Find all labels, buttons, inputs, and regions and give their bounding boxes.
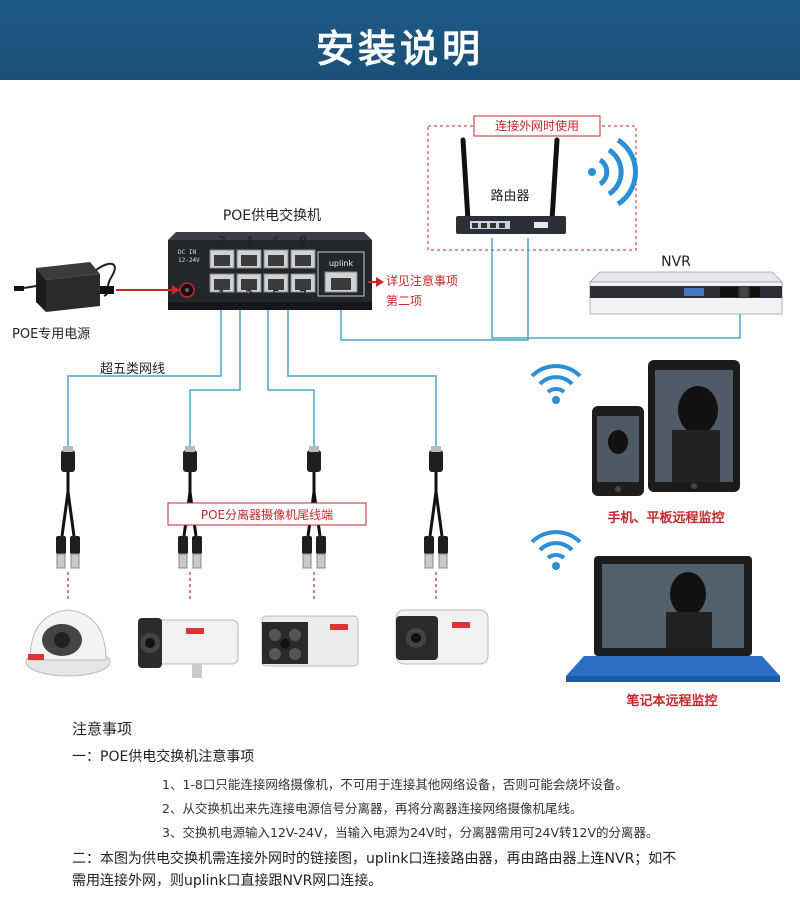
notes-section: 注意事项 一：POE供电交换机注意事项 1、1-8口只能连接网络摄像机，不可用于… <box>0 712 800 908</box>
note-pointer-line2: 第二项 <box>386 294 422 308</box>
splitter-part <box>434 491 444 537</box>
page-header: 安装说明 <box>0 0 800 80</box>
nvr-device <box>589 271 783 315</box>
port-num-1: 1 <box>218 289 226 304</box>
splitter-part <box>424 553 434 569</box>
poe-port-socket <box>214 279 230 290</box>
laptop-label: 笔记本远程监控 <box>626 693 717 709</box>
splitter-part <box>302 536 312 554</box>
splitter-part <box>431 446 441 452</box>
cable-label: 超五类网线 <box>100 362 165 377</box>
port-num-4: 4 <box>245 235 253 250</box>
tablet-device <box>648 360 740 492</box>
poe-port-socket <box>214 255 230 266</box>
splitter-part <box>56 536 66 554</box>
port-num-8: 8 <box>299 235 307 250</box>
splitter-part <box>178 553 188 569</box>
splitter-part <box>438 536 448 554</box>
laptop-device <box>566 556 780 682</box>
uplink-label: uplink <box>329 259 354 268</box>
splitter-label: POE分离器摄像机尾线端 <box>201 507 333 522</box>
note-pointer-line1: 详见注意事项 <box>386 273 458 288</box>
splitter-part <box>56 553 66 569</box>
phone-device <box>592 406 644 496</box>
bullet-camera-1 <box>138 618 239 678</box>
splitter-part <box>185 446 195 452</box>
poe-port-socket <box>295 279 311 290</box>
splitter-part <box>438 553 448 569</box>
splitter-part <box>70 553 80 569</box>
port-num-2: 2 <box>218 235 226 250</box>
power-label: POE专用电源 <box>12 327 90 342</box>
splitter-part <box>63 446 73 452</box>
splitter-part <box>307 450 321 472</box>
notes-title: 注意事项 <box>72 720 133 738</box>
port-num-6: 6 <box>272 235 280 250</box>
bullet-camera-2 <box>395 609 489 665</box>
splitter-part <box>316 553 326 569</box>
nvr-label: NVR <box>661 254 691 270</box>
wifi-icon-laptop <box>530 530 582 570</box>
poe-port-socket <box>268 279 284 290</box>
poe-port-socket <box>295 255 311 266</box>
poe-port-socket <box>241 279 257 290</box>
splitter-part <box>309 446 319 452</box>
power-adapter <box>14 262 116 312</box>
svg-text:12-24V: 12-24V <box>178 257 200 264</box>
splitter-part <box>60 491 70 537</box>
splitter-part <box>302 553 312 569</box>
splitter-part <box>429 450 443 472</box>
router-box-label: 连接外网时使用 <box>495 118 579 133</box>
splitter-part <box>70 536 80 554</box>
poe-splitter-4 <box>424 446 448 569</box>
wifi-icon <box>588 137 638 207</box>
notes-item-2: 2、从交换机出来先连接电源信号分离器，再将分离器连接网络摄像机尾线。 <box>162 801 583 816</box>
array-camera <box>261 615 359 667</box>
notes-section2-line2: 需用连接外网，则uplink口直接跟NVR网口连接。 <box>72 873 383 889</box>
poe-port-socket <box>268 255 284 266</box>
poe-switch: DC IN 12-24V 2 4 6 8 1 3 5 7 uplink <box>168 232 372 310</box>
splitter-part <box>428 491 438 537</box>
notes-section1-title: 一：POE供电交换机注意事项 <box>72 749 255 765</box>
splitter-part <box>316 536 326 554</box>
mobile-label: 手机、平板远程监控 <box>607 510 724 526</box>
router-device <box>456 137 566 234</box>
poe-splitter-1 <box>56 446 80 569</box>
notes-section2-line1: 二：本图为供电交换机需连接外网时的链接图，uplink口连接路由器，再由路由器上… <box>72 851 677 867</box>
splitter-part <box>66 491 76 537</box>
notes-item-1: 1、1-8口只能连接网络摄像机，不可用于连接其他网络设备，否则可能会烧坏设备。 <box>162 777 628 792</box>
page-title: 安装说明 <box>315 27 484 71</box>
splitter-part <box>192 536 202 554</box>
splitter-part <box>61 450 75 472</box>
splitter-part <box>192 553 202 569</box>
wifi-icon-mobile <box>530 364 582 404</box>
splitter-part <box>183 450 197 472</box>
switch-label: POE供电交换机 <box>223 207 321 224</box>
splitter-part <box>178 536 188 554</box>
port-num-7: 7 <box>299 289 307 304</box>
poe-port-socket <box>241 255 257 266</box>
svg-text:DC IN: DC IN <box>178 249 196 256</box>
port-num-5: 5 <box>272 289 280 304</box>
dome-camera <box>25 609 111 677</box>
splitter-part <box>424 536 434 554</box>
notes-item-3: 3、交换机电源输入12V-24V，当输入电源为24V时，分离器需用可24V转12… <box>162 825 659 840</box>
install-diagram: 连接外网时使用 路由器 POE供电交换机 DC IN 12-24V 2 4 6 … <box>12 115 783 709</box>
port-num-3: 3 <box>245 289 253 304</box>
router-label: 路由器 <box>490 188 529 204</box>
